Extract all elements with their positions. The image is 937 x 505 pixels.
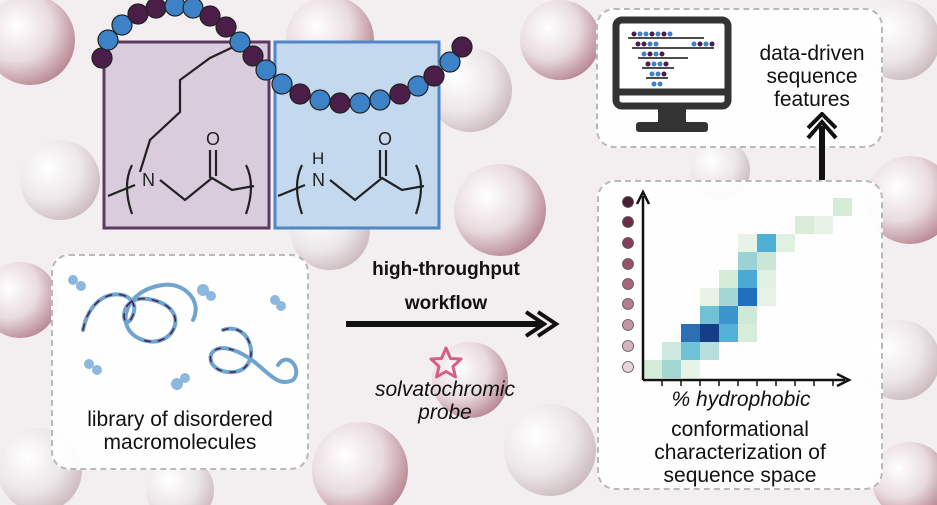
peptoid-n-atom: N bbox=[142, 170, 155, 190]
heatmap-caption-line1: conformational bbox=[671, 418, 809, 441]
features-panel: data-driven sequence features bbox=[596, 8, 883, 148]
monitor-icon bbox=[612, 16, 732, 132]
peptoid-monomer-box bbox=[102, 40, 271, 230]
heatmap-caption-line2: characterization of bbox=[654, 441, 826, 464]
up-arrow bbox=[806, 112, 838, 180]
heatmap-caption: conformational characterization of seque… bbox=[599, 418, 881, 487]
probe-label-line1: solvatochromic bbox=[374, 378, 516, 401]
heatmap-xlabel: % hydrophobic bbox=[671, 388, 811, 411]
probe-label: solvatochromic probe bbox=[340, 378, 550, 424]
features-caption-line1: data-driven bbox=[759, 42, 865, 65]
peptoid-o-atom: O bbox=[206, 129, 220, 149]
bead-chain bbox=[91, 0, 473, 114]
peptoid-structure bbox=[107, 39, 255, 215]
heatmap bbox=[622, 189, 852, 388]
library-caption-line2: macromolecules bbox=[103, 431, 257, 454]
peptide-n-atom: N bbox=[312, 170, 325, 190]
workflow-label-line2: workflow bbox=[404, 293, 488, 314]
heatmap-panel: % hydrophobic conformational characteriz… bbox=[597, 180, 883, 490]
peptide-structure bbox=[277, 150, 425, 215]
probe-label-line2: probe bbox=[418, 401, 472, 424]
heatmap-axes bbox=[635, 189, 852, 388]
workflow-arrow bbox=[346, 310, 560, 338]
heatmap-cells bbox=[643, 198, 852, 378]
library-caption: library of disordered macromolecules bbox=[53, 408, 307, 454]
features-caption-line3: features bbox=[774, 88, 850, 111]
disordered-chains-illustration bbox=[68, 275, 299, 390]
star-icon bbox=[429, 346, 463, 379]
library-panel: library of disordered macromolecules bbox=[51, 254, 309, 470]
workflow-label-line1: high-throughput bbox=[372, 259, 520, 280]
peptide-o-atom: O bbox=[378, 129, 392, 149]
features-caption: data-driven sequence features bbox=[742, 42, 882, 111]
sequence-dots bbox=[622, 196, 634, 373]
peptide-h-atom: H bbox=[312, 149, 324, 168]
heatmap-caption-line3: sequence space bbox=[663, 464, 817, 487]
features-caption-line2: sequence bbox=[766, 65, 858, 88]
library-caption-line1: library of disordered bbox=[87, 408, 273, 431]
peptide-monomer-box bbox=[273, 40, 441, 230]
